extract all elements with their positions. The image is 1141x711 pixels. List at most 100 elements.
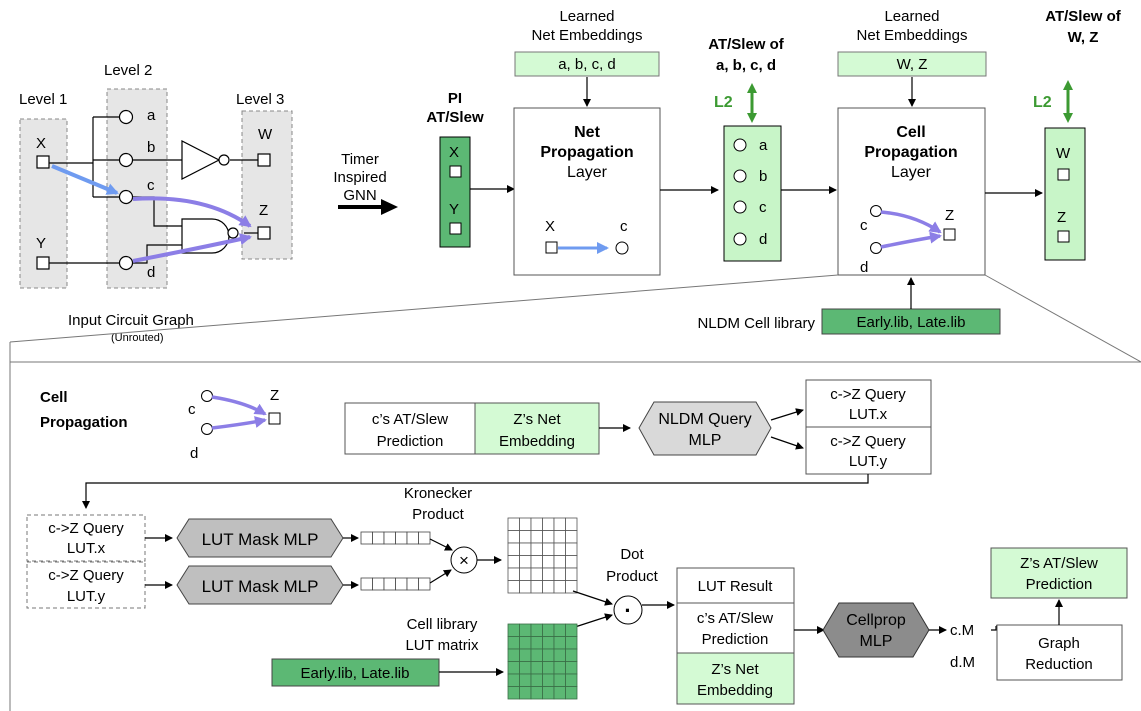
learned1-line1: Learned xyxy=(559,8,614,25)
kron-line2: Product xyxy=(412,506,465,523)
dot-product-symbol: · xyxy=(624,598,631,623)
kronecker-grid-cell xyxy=(507,542,520,556)
abcd-item-b: b xyxy=(759,168,767,185)
inverter-bubble xyxy=(218,154,230,166)
kronecker-grid-cell xyxy=(530,517,543,531)
kronecker-grid-cell xyxy=(542,517,555,531)
mask-vector-cell xyxy=(395,577,408,591)
at-slew-wz-line2: W, Z xyxy=(1068,29,1099,46)
at-slew-abcd-column xyxy=(723,125,782,262)
cell-prop-z: Z xyxy=(945,207,954,224)
abcd-item-d: d xyxy=(759,231,767,248)
result-emb-box xyxy=(676,652,795,705)
level2-column xyxy=(106,88,168,289)
lut-matrix-cell xyxy=(553,648,566,662)
kronecker-grid-cell xyxy=(530,567,543,581)
detail-query-y-line2: LUT.y xyxy=(849,453,888,470)
kronecker-grid-cell xyxy=(553,517,566,531)
lut-mask-mlp-y xyxy=(176,565,344,605)
kronecker-symbol: × xyxy=(459,551,469,570)
cell-propagation-layer: Cell Propagation Layer c d Z xyxy=(837,107,986,276)
lut-lib-line2: LUT matrix xyxy=(405,637,479,654)
lut-matrix-cell xyxy=(542,623,555,637)
detail-emb-line2: Embedding xyxy=(499,433,575,450)
net-prop-title-line2: Propagation xyxy=(540,144,633,161)
pi-y-square xyxy=(449,222,462,235)
mask-vector-cell xyxy=(383,531,396,545)
lut-mask-mlp-y-label: LUT Mask MLP xyxy=(202,577,319,596)
detail-title-line2: Propagation xyxy=(40,414,128,431)
input-circuit: Level 1 Level 2 Level 3 X Y a b c d W Z xyxy=(19,62,293,344)
lut-matrix-cell xyxy=(530,686,543,700)
kronecker-grid-cell xyxy=(519,517,532,531)
lut-matrix-cell xyxy=(553,686,566,700)
learned1-box xyxy=(514,51,660,77)
mask-vector-cell xyxy=(360,531,373,545)
mask-vector-cell xyxy=(418,531,431,545)
node-w-square xyxy=(257,153,271,167)
at-slew-wz: AT/Slew of W, Z L2 W Z xyxy=(1033,8,1122,261)
cell-prop-c-circle xyxy=(870,205,882,217)
detail-icon-d xyxy=(201,423,213,435)
l2-label-2: L2 xyxy=(1033,94,1052,111)
kronecker-grid-cell xyxy=(542,530,555,544)
at-slew-abcd-line2: a, b, c, d xyxy=(716,57,776,74)
row2-query-y-line2: LUT.y xyxy=(67,588,106,605)
row2-query-x-box xyxy=(26,514,146,562)
lut-matrix-cell xyxy=(553,623,566,637)
circuit-caption-sub: (Unrouted) xyxy=(111,332,164,344)
detail-pred-box xyxy=(344,402,476,455)
nldm-value: Early.lib, Late.lib xyxy=(857,314,966,331)
inverter-gate xyxy=(181,140,221,180)
mask-vector-cell xyxy=(383,577,396,591)
kronecker-grid-cell xyxy=(553,567,566,581)
cell-prop-d: d xyxy=(860,259,868,276)
lut-matrix-cell xyxy=(507,648,520,662)
kronecker-grid-cell xyxy=(542,580,555,594)
detail-title-line1: Cell xyxy=(40,389,68,406)
cell-prop-sub: Layer xyxy=(891,164,932,181)
kronecker-grid-cell xyxy=(565,542,578,556)
net-prop-c-circle xyxy=(615,241,629,255)
net-prop-sub: Layer xyxy=(567,164,608,181)
lut-matrix-cell xyxy=(542,686,555,700)
lut-matrix-cell xyxy=(553,661,566,675)
lut-matrix-grid xyxy=(507,623,578,700)
kronecker-grid-cell xyxy=(542,567,555,581)
node-d-label: d xyxy=(147,264,155,281)
pi-title-line2: AT/Slew xyxy=(426,109,484,126)
lut-matrix-cell xyxy=(565,636,578,650)
detail-pred-line1: c’s AT/Slew xyxy=(372,411,448,428)
cell-propagation-arrow-d xyxy=(132,233,252,263)
detail-emb-line1: Z’s Net xyxy=(513,411,561,428)
nldm-query-mlp xyxy=(638,401,772,456)
abcd-item-a: a xyxy=(759,137,768,154)
gnn-label-line2: Inspired xyxy=(333,169,386,186)
nldm-label: NLDM Cell library xyxy=(697,315,815,332)
mask-vector-cell xyxy=(372,577,385,591)
pi-at-slew: PI AT/Slew X Y xyxy=(426,90,484,248)
dm-label: d.M xyxy=(950,654,975,671)
cell-prop-box xyxy=(837,107,986,276)
cell-prop-title-line2: Propagation xyxy=(864,144,957,161)
detail-pred-line2: Prediction xyxy=(377,433,444,450)
cellprop-mlp xyxy=(822,602,930,658)
kronecker-result-grid xyxy=(507,517,578,594)
kronecker-grid-cell xyxy=(565,567,578,581)
pi-y-label: Y xyxy=(449,201,459,218)
dot-product-operator xyxy=(613,595,643,625)
nand-bubble xyxy=(227,227,239,239)
lut-matrix-cell xyxy=(542,636,555,650)
lut-matrix-cell xyxy=(530,661,543,675)
node-b-label: b xyxy=(147,139,155,156)
detail-lib-value: Early.lib, Late.lib xyxy=(301,665,410,682)
lut-mask-mlp-x-label: LUT Mask MLP xyxy=(202,530,319,549)
detail-query-y-line1: c->Z Query xyxy=(830,433,906,450)
mask-vector-cell xyxy=(372,531,385,545)
lut-lib-line1: Cell library xyxy=(407,616,478,633)
row2-query-x-line2: LUT.x xyxy=(67,540,106,557)
net-prop-x: X xyxy=(545,218,555,235)
mask-vector-y xyxy=(360,577,431,591)
learned1-value: a, b, c, d xyxy=(558,56,616,73)
lut-matrix-cell xyxy=(507,661,520,675)
